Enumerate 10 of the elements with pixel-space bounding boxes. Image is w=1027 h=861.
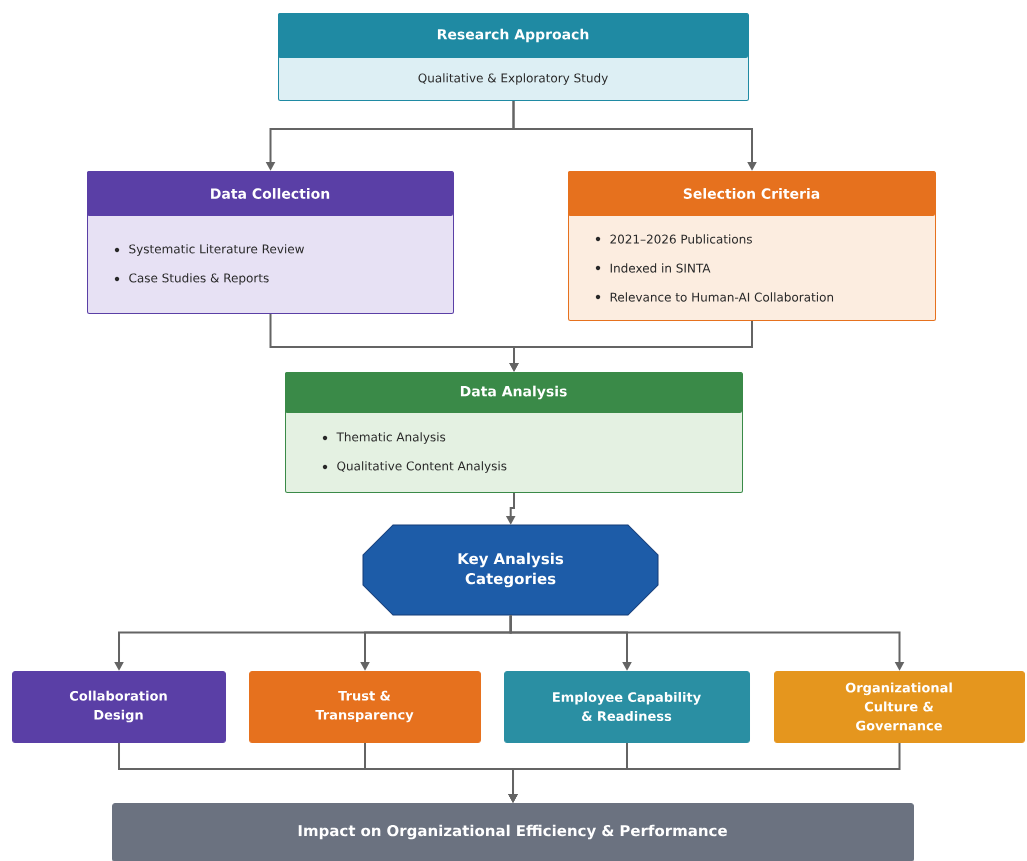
category-box: Employee Capability & Readiness: [504, 671, 750, 743]
process-box: Selection Criteria 2021–2026 Publications Indexed in SINTA Relevance to Human-AI Collaboration: [568, 171, 936, 321]
category-box: Collaboration Design: [12, 671, 226, 743]
process-box: Research Approach Qualitative & Exploratory Study: [278, 13, 749, 101]
outcome-box: Impact on Organizational Efficiency & Performance: [112, 803, 914, 861]
octagon-box: Key Analysis Categories: [362, 524, 659, 616]
process-box: Data Analysis Thematic Analysis Qualitative Content Analysis: [285, 372, 743, 493]
category-box: Trust & Transparency: [249, 671, 481, 743]
category-box: Organizational Culture & Governance: [774, 671, 1025, 743]
process-box: Data Collection Systematic Literature Review Case Studies & Reports: [87, 171, 454, 314]
